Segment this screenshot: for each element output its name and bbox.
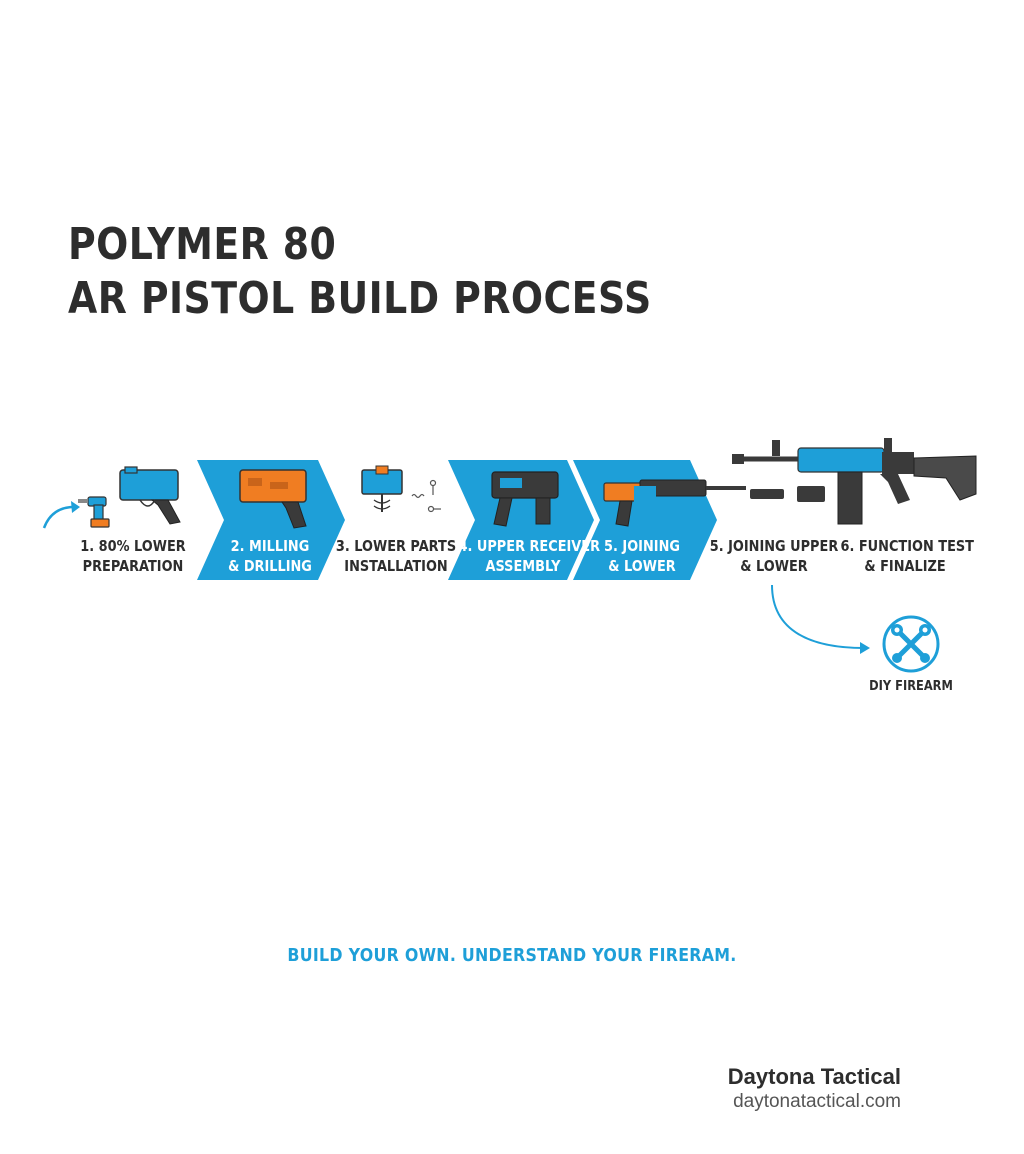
step-2-chevron bbox=[197, 460, 345, 580]
tagline: BUILD YOUR OWN. UNDERSTAND YOUR FIRERAM. bbox=[287, 945, 737, 966]
complete-rifle-icon bbox=[732, 438, 977, 525]
lower-receiver-icon-1 bbox=[119, 466, 181, 525]
step-6-label: 6. FUNCTION TEST& FINALIZE bbox=[840, 537, 974, 575]
step-5b-label: 5. JOINING UPPER& LOWER bbox=[709, 537, 839, 575]
brand-block: Daytona Tactical daytonatactical.com bbox=[728, 1064, 901, 1113]
brand-name: Daytona Tactical bbox=[727, 1064, 901, 1089]
upper-receiver-icon bbox=[491, 471, 559, 527]
diy-firearm-label: DIY FIREARM bbox=[869, 679, 953, 694]
brand-url: daytonatactical.com bbox=[733, 1091, 901, 1112]
step-5-label: 5. JOINING& LOWER bbox=[604, 537, 680, 575]
joined-receiver-icon bbox=[603, 479, 746, 527]
page-title: POLYMER 80 AR PISTOL BUILD PROCESS bbox=[68, 218, 652, 326]
title-line-2: AR PISTOL BUILD PROCESS bbox=[68, 273, 652, 324]
milled-lower-receiver-icon bbox=[239, 469, 307, 529]
crossed-wrenches-icon bbox=[882, 615, 940, 673]
title-line-1: POLYMER 80 bbox=[68, 219, 337, 270]
step-2-label: 2. MILLING& DRILLING bbox=[228, 537, 312, 575]
drill-icon bbox=[78, 496, 110, 528]
connector-arrow-icon bbox=[771, 584, 865, 649]
lower-parts-icon bbox=[361, 465, 441, 513]
